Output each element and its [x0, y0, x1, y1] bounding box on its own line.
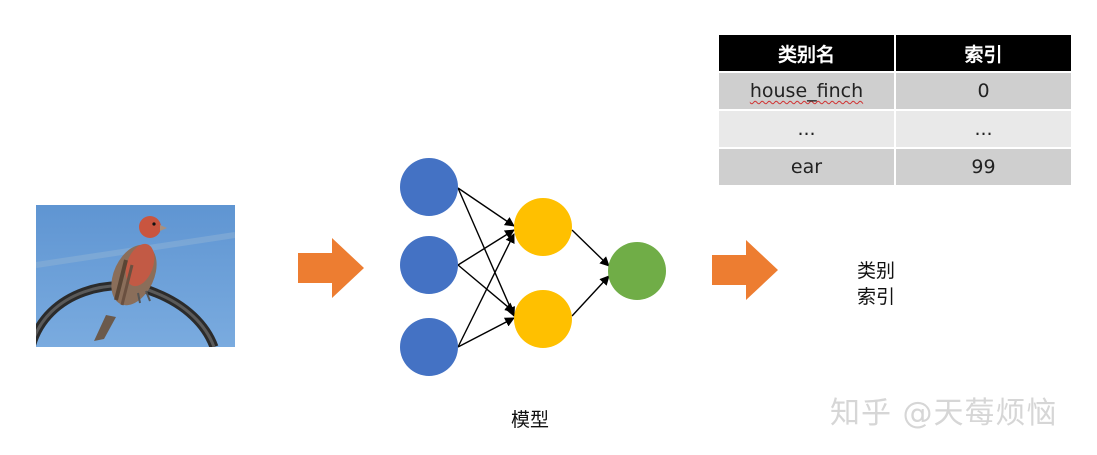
class-name-text: house_finch — [749, 80, 864, 102]
table-cell: 99 — [894, 147, 1071, 185]
output-label-line1: 类别 — [857, 260, 896, 282]
arrow-right-icon — [712, 240, 778, 300]
table-row: house_finch 0 — [719, 71, 1071, 110]
input-node — [400, 318, 458, 376]
table-row: ... ... — [719, 109, 1071, 148]
output-label: 类别 索引 — [857, 258, 895, 310]
table-cell: ... — [894, 109, 1071, 148]
table-cell: ear — [719, 147, 895, 185]
class-index-table: 类别名 索引 house_finch 0 ... ... ear 99 — [719, 35, 1071, 185]
table-cell: 0 — [894, 71, 1071, 110]
model-label: 模型 — [511, 409, 550, 431]
arrow-right-icon — [298, 238, 364, 298]
table-header-row: 类别名 索引 — [719, 35, 1071, 72]
header-class-name: 类别名 — [719, 35, 895, 72]
output-label-line2: 索引 — [857, 286, 896, 308]
input-node — [400, 158, 458, 216]
table-cell: ... — [719, 109, 895, 148]
table-row: ear 99 — [719, 147, 1071, 185]
hidden-node — [514, 290, 572, 348]
bird-photo — [36, 205, 235, 347]
network-edges — [457, 187, 610, 348]
output-node — [608, 242, 666, 300]
watermark: 知乎 @天莓烦恼 — [830, 396, 1058, 431]
hidden-node — [514, 198, 572, 256]
input-node — [400, 236, 458, 294]
neural-network-diagram — [400, 158, 666, 376]
header-index: 索引 — [894, 35, 1071, 72]
table-cell: house_finch — [719, 71, 895, 110]
